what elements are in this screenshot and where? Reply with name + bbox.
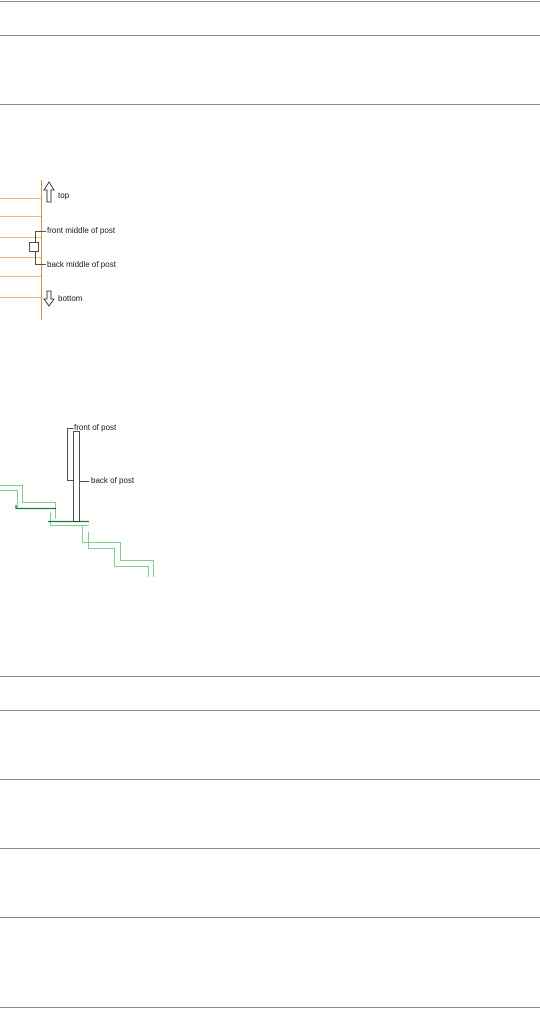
table-rule (0, 917, 540, 918)
label-back-middle: back middle of post (47, 260, 117, 269)
post-square (29, 242, 39, 252)
stair-post-diagram: front of post back of post (0, 423, 154, 577)
down-arrow-icon (43, 290, 55, 307)
stair-dark-lines (15, 505, 89, 523)
table-rule (0, 676, 540, 677)
post-position-diagram: top front middle of post back middle of … (0, 180, 117, 320)
stair-step (50, 512, 89, 526)
table-rule (0, 104, 540, 105)
table-rule (0, 779, 540, 780)
stair-step (0, 485, 23, 503)
label-front-of-post: front of post (74, 423, 117, 432)
front-bracket (67, 428, 74, 481)
label-bottom: bottom (58, 294, 83, 303)
table-rule (0, 848, 540, 849)
guide-lines (0, 198, 41, 298)
stair-post (73, 431, 80, 522)
stair-step (82, 525, 154, 577)
label-top: top (58, 191, 70, 200)
table-rule (0, 35, 540, 36)
table-rule (0, 1, 540, 2)
stair-step (22, 502, 56, 519)
label-back-of-post: back of post (91, 476, 135, 485)
table-rule (0, 1007, 540, 1008)
stair-outline (0, 485, 154, 577)
up-arrow-icon (43, 181, 55, 203)
table-rule (0, 710, 540, 711)
stair-step (0, 490, 18, 509)
label-front-middle: front middle of post (47, 226, 116, 235)
stair-step (88, 531, 149, 577)
